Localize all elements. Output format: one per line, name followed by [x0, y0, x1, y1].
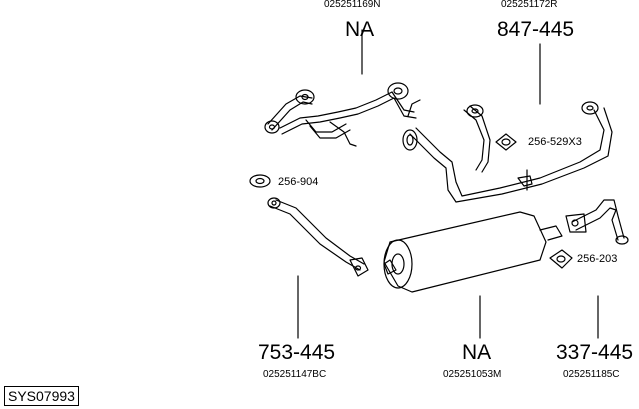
bottom-right-part-number: 337-445: [556, 341, 634, 364]
tail-pipe-part: [565, 199, 629, 339]
bottom-left-part-number: 753-445: [258, 341, 336, 364]
top-right-part-code: 025251172R: [501, 0, 558, 10]
gasket-3-label: 256-203: [577, 253, 618, 265]
top-left-part-code: 025251169N: [324, 0, 381, 10]
front-downpipe-part: [264, 29, 421, 151]
bottom-mid-part-number: NA: [462, 341, 492, 364]
gasket-256-904: [249, 174, 271, 188]
bottom-right-part-code: 025251185C: [563, 369, 620, 380]
bottom-mid-part-code: 025251053M: [443, 369, 502, 380]
front-pipe-part: [267, 197, 369, 339]
gasket-1-label: 256-529X3: [528, 136, 582, 148]
top-left-part-number: NA: [345, 18, 375, 41]
gasket-256-529x3: [495, 133, 517, 151]
intermediate-pipe-part: [409, 43, 613, 203]
gasket-256-203: [549, 249, 573, 269]
silencer-part: [383, 211, 563, 339]
system-code-box: SYS07993: [4, 386, 79, 406]
gasket-2-label: 256-904: [278, 176, 319, 188]
bottom-left-part-code: 025251147BC: [263, 369, 327, 380]
top-right-part-number: 847-445: [497, 18, 575, 41]
